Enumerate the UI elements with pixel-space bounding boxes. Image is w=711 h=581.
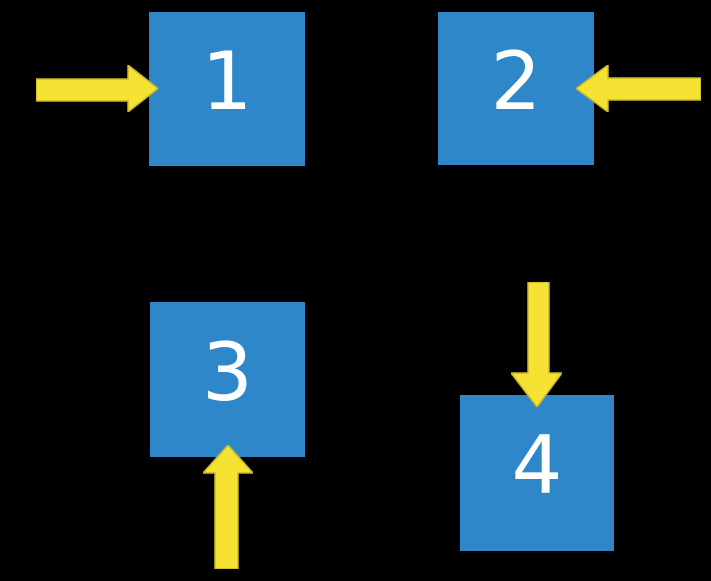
arrow-right-icon	[36, 65, 158, 112]
arrow-down-icon	[511, 282, 562, 407]
square-2: 2	[438, 12, 594, 165]
square-4-label: 4	[511, 419, 563, 512]
square-2-label: 2	[490, 34, 542, 128]
square-1-label: 1	[201, 35, 253, 128]
arrow-up-shape	[203, 445, 253, 569]
square-3-label: 3	[202, 325, 253, 419]
arrow-left-icon	[576, 65, 701, 112]
square-3: 3	[150, 302, 305, 457]
arrow-right-shape	[36, 65, 158, 112]
square-1: 1	[149, 12, 305, 166]
square-4: 4	[460, 395, 614, 551]
arrow-up-icon	[203, 445, 253, 569]
arrow-down-shape	[511, 282, 562, 407]
arrow-left-shape	[576, 65, 701, 112]
